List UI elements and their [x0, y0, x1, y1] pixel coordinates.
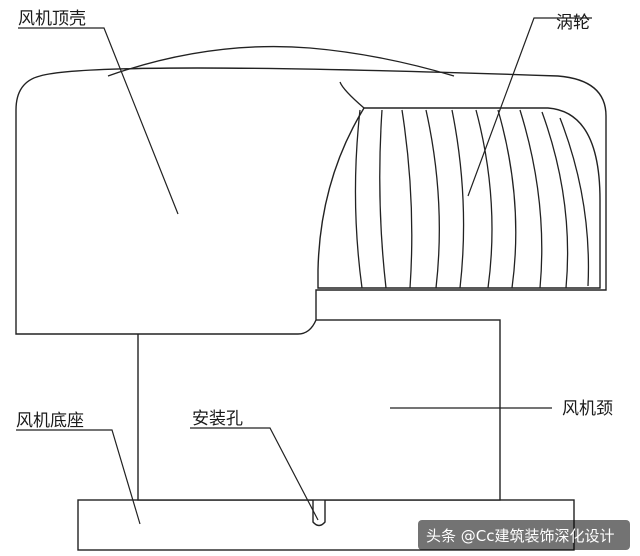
label-fan-base: 风机底座	[16, 411, 84, 431]
label-mounting-hole: 安装孔	[192, 409, 243, 429]
leader-fan-top-shell	[18, 27, 179, 215]
turbine-blade	[425, 109, 440, 289]
label-turbine: 涡轮	[556, 13, 590, 33]
turbine-blade	[379, 109, 387, 289]
leader-turbine	[467, 17, 592, 197]
watermark-background	[418, 520, 630, 550]
turbine-blade	[475, 109, 493, 289]
label-fan-neck: 风机颈	[562, 399, 613, 419]
turbine-blade	[497, 109, 517, 289]
leader-mounting-hole	[190, 427, 319, 521]
leader-fan-base	[16, 429, 141, 525]
fan-neck-body	[137, 319, 501, 501]
turbine-blade	[559, 117, 590, 287]
turbine-window-edge	[339, 81, 365, 109]
label-fan-top-shell: 风机顶壳	[18, 9, 86, 29]
turbine-blade	[541, 111, 569, 289]
turbine-blade	[401, 109, 413, 289]
turbine-blade	[519, 109, 543, 289]
turbine-blade	[354, 109, 363, 289]
shell-dome-arc	[107, 45, 455, 77]
mounting-hole-notch	[312, 500, 326, 527]
turbine-window	[317, 107, 601, 289]
watermark-text: 头条 @Cc建筑装饰深化设计	[426, 527, 615, 545]
turbine-blade	[451, 109, 465, 289]
